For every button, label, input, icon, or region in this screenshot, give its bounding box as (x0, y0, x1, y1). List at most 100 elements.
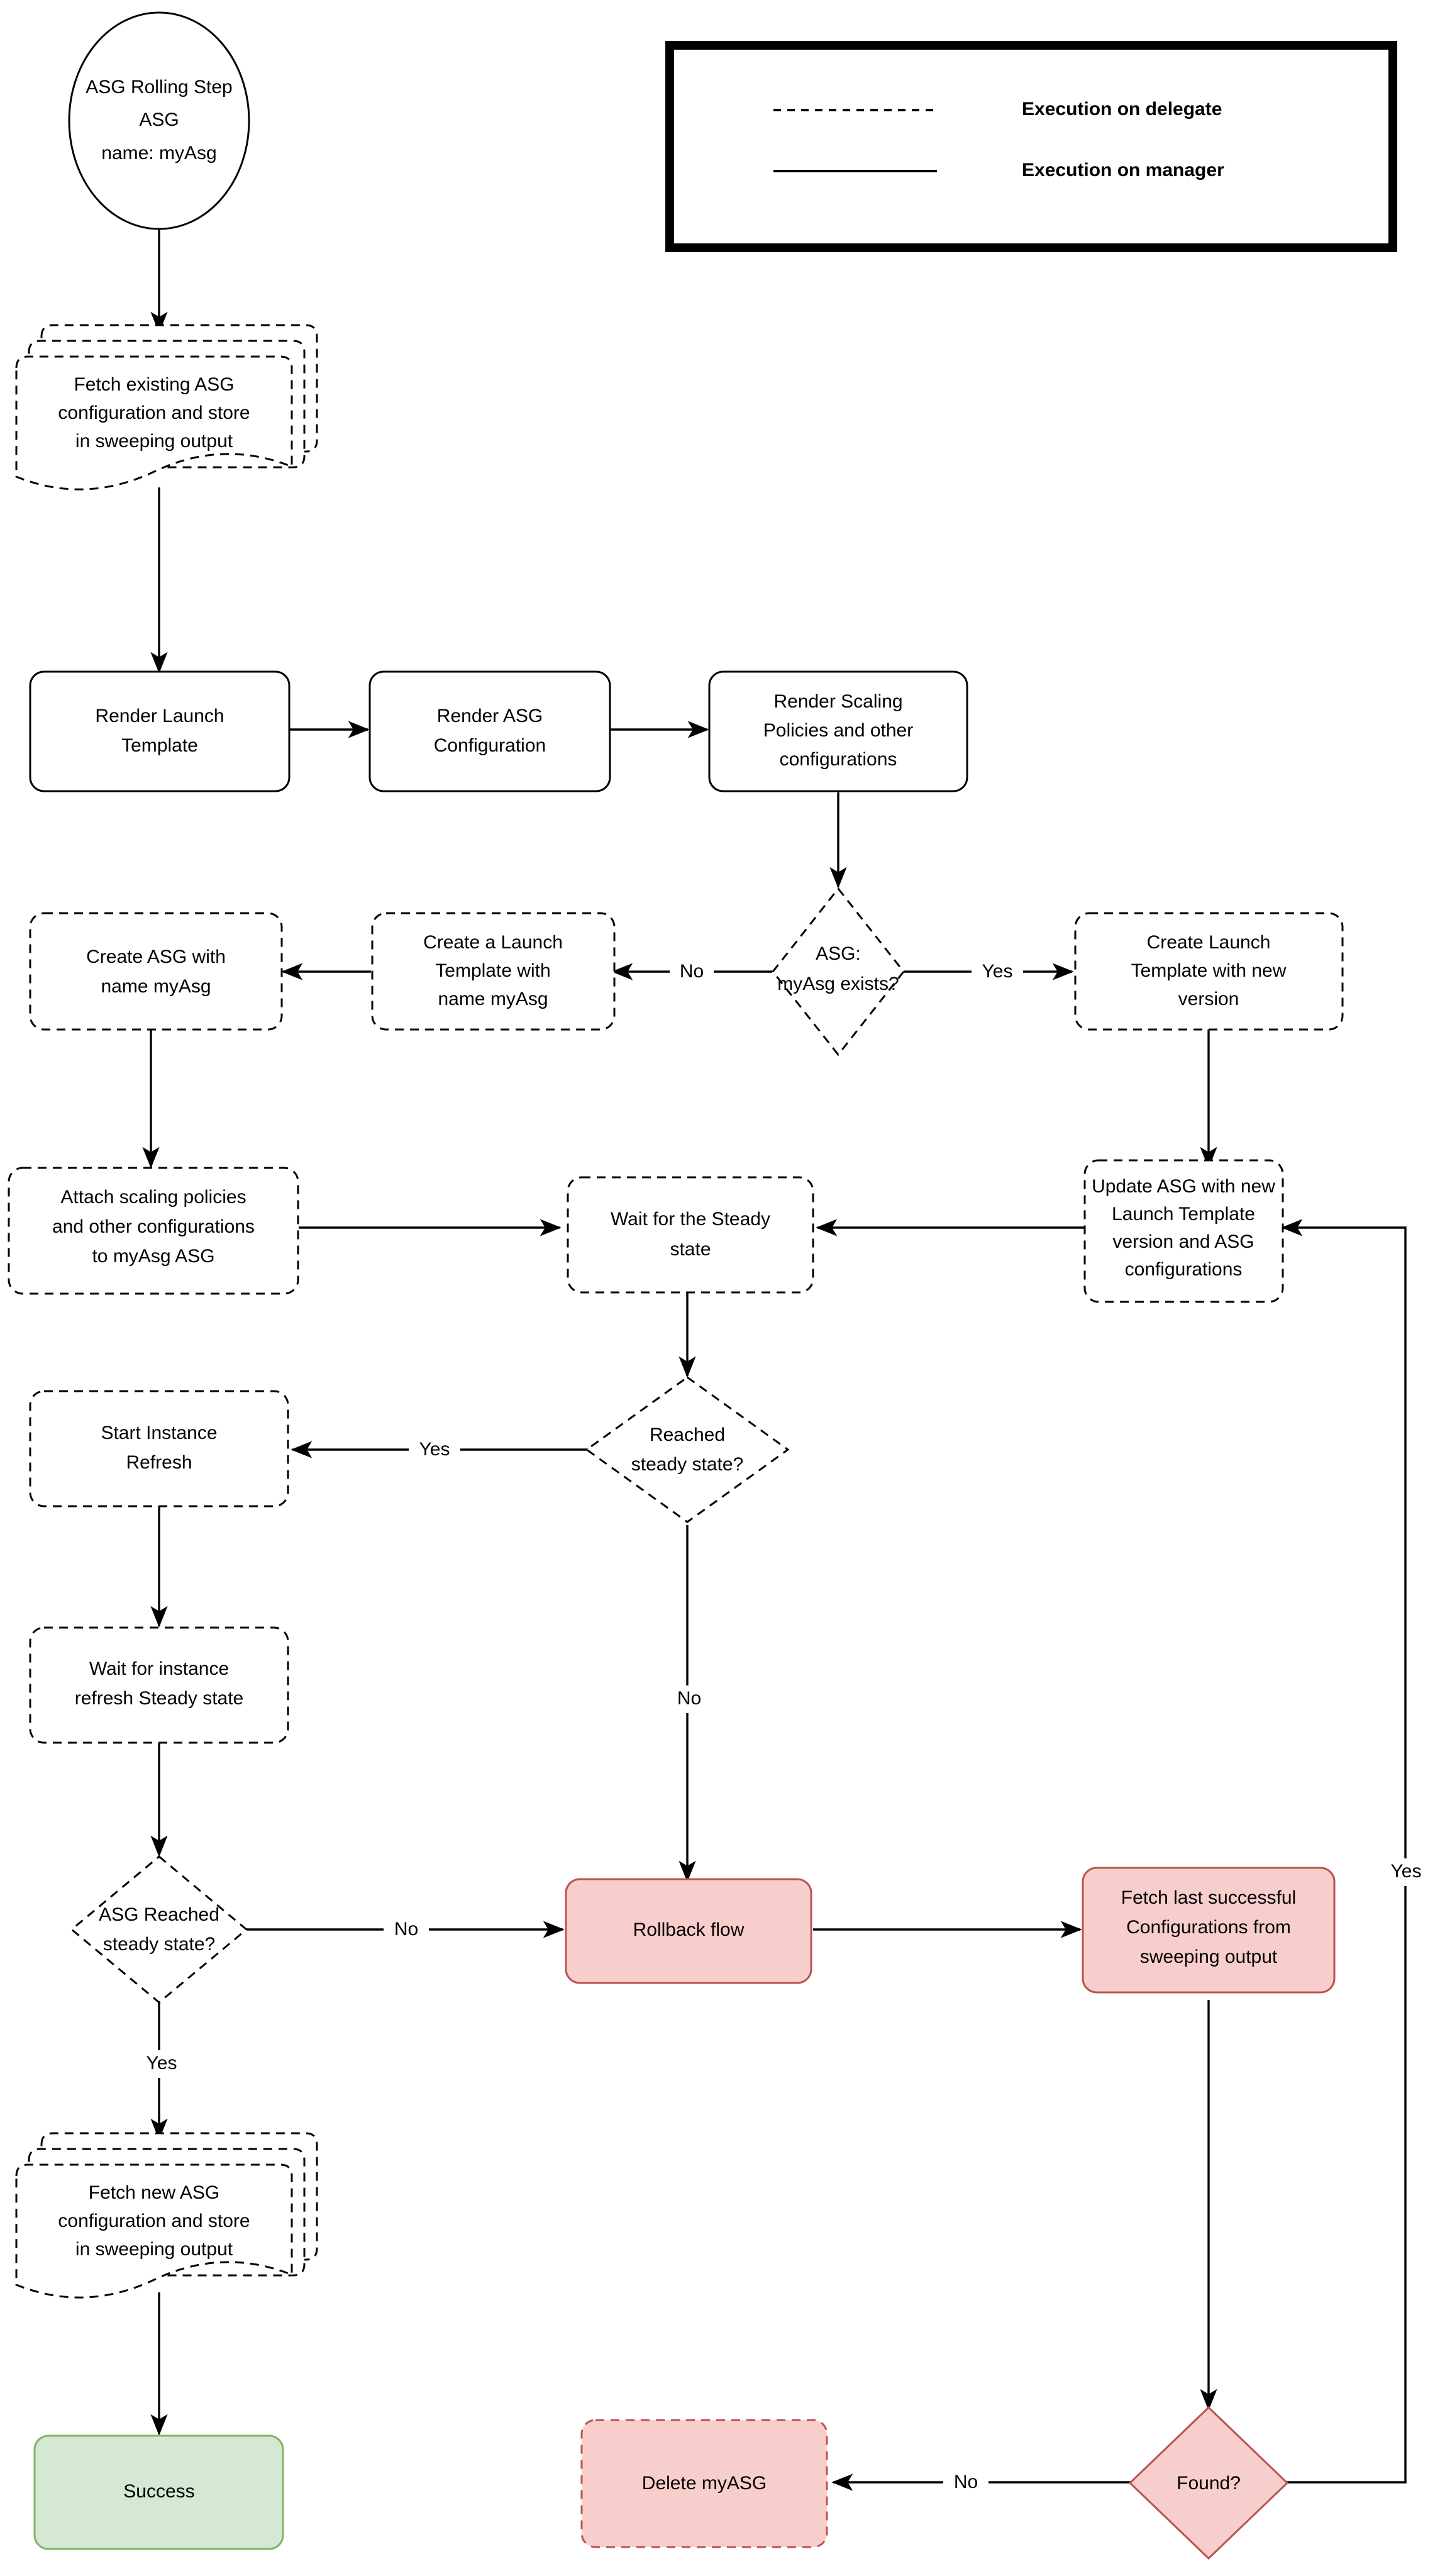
attach-prefix: to (92, 1246, 113, 1267)
node-create-launch-template-new-version[interactable]: Create Launch Template with new version (1074, 912, 1344, 1031)
wait-instance-refresh-line-1: Wait for instance (89, 1658, 229, 1679)
create-lt-new-version-line-3: version (1178, 989, 1239, 1009)
attach-suffix: ASG (171, 1246, 215, 1267)
render-asg-config-rect[interactable] (368, 670, 611, 792)
reached-steady-diamond[interactable] (585, 1376, 790, 1523)
node-attach-scaling-policies[interactable]: Attach scaling policies and other config… (8, 1167, 299, 1295)
node-rollback-flow[interactable]: Rollback flow (565, 1878, 812, 1984)
success-rect[interactable] (33, 2434, 284, 2550)
asg-reached-steady-line-1: ASG Reached (99, 1904, 219, 1925)
start-line-1: ASG Rolling Step (86, 77, 232, 97)
found-diamond[interactable] (1128, 2406, 1289, 2560)
node-start[interactable]: ASG Rolling Step ASG name: myAsg (68, 11, 250, 230)
node-delete-myasg[interactable]: Delete myASG (580, 2419, 828, 2548)
create-asg-prefix: name (101, 976, 153, 997)
create-asg-line-1: Create ASG with (86, 947, 226, 967)
node-reached-steady[interactable]: Reached steady state? (585, 1376, 790, 1523)
create-lt-new-version-rect[interactable] (1074, 912, 1344, 1031)
edge-found-yes (1281, 1219, 1407, 2484)
wait-steady-line-2: state (670, 1239, 711, 1260)
render-launch-template-line-2: Template (121, 735, 198, 756)
node-success[interactable]: Success (33, 2434, 284, 2550)
reached-steady-line-2: steady state? (631, 1454, 743, 1475)
node-update-asg[interactable]: Update ASG with new Launch Template vers… (1083, 1159, 1284, 1303)
node-fetch-new-asg[interactable]: Fetch new ASG configuration and store in… (15, 2132, 318, 2299)
edge-labels: No Yes Yes No No Yes No Yes (136, 958, 1432, 2496)
start-instance-refresh-line-2: Refresh (126, 1452, 192, 1473)
node-create-asg[interactable]: Create ASG with name myAsg (29, 912, 283, 1031)
start-instance-refresh-rect[interactable] (29, 1390, 289, 1507)
node-fetch-last-successful[interactable]: Fetch last successful Configurations fro… (1082, 1867, 1336, 1994)
wait-instance-refresh-line-2: refresh Steady state (75, 1688, 243, 1709)
node-create-launch-template-named[interactable]: Create a Launch Template with name myAsg (371, 912, 616, 1031)
start-line-3: name: myAsg (101, 143, 216, 164)
attach-line-3: to myAsg ASG (92, 1246, 214, 1267)
fetch-last-line-2: Configurations from (1126, 1917, 1291, 1938)
create-launch-template-named-rect[interactable] (371, 912, 616, 1031)
start-name-value: myAsg (159, 143, 217, 164)
fetch-existing-line-2: configuration and store (58, 402, 250, 423)
wait-steady-rect[interactable] (567, 1176, 814, 1294)
rollback-flow-rect[interactable] (565, 1878, 812, 1984)
render-launch-template-rect[interactable] (29, 670, 291, 792)
start-name-label: name: (101, 143, 159, 164)
create-lt-named-line-3: name myAsg (438, 989, 548, 1009)
fetch-existing-line-3: in sweeping output (75, 431, 233, 452)
node-render-scaling-policies[interactable]: Render Scaling Policies and other config… (708, 670, 968, 792)
asg-exists-line-1: ASG: (816, 943, 861, 964)
found-label: Found? (1177, 2473, 1241, 2494)
create-asg-rect[interactable] (29, 912, 283, 1031)
fetch-new-asg-doc-front (15, 2163, 293, 2299)
delete-myasg-rect[interactable] (580, 2419, 828, 2548)
node-fetch-existing[interactable]: Fetch existing ASG configuration and sto… (15, 324, 318, 491)
update-asg-rect[interactable] (1083, 1159, 1284, 1303)
edge-label-reached-no: No (677, 1688, 701, 1709)
success-label: Success (123, 2481, 194, 2502)
asg-exists-line-2: myAsg exists? (777, 974, 899, 994)
attach-scaling-policies-rect[interactable] (8, 1167, 299, 1295)
render-scaling-policies-line-3: configurations (780, 749, 897, 770)
render-launch-template-line-1: Render Launch (95, 706, 224, 726)
rollback-flow-label: Rollback flow (633, 1919, 745, 1940)
fetch-last-line-3: sweeping output (1140, 1946, 1278, 1967)
node-wait-instance-refresh[interactable]: Wait for instance refresh Steady state (29, 1626, 289, 1744)
edge-label-asgreached-no: No (394, 1919, 418, 1940)
asg-exists-suffix: exists? (835, 974, 899, 994)
create-lt-named-line-2: Template with (435, 960, 550, 981)
node-wait-steady[interactable]: Wait for the Steady state (567, 1176, 814, 1294)
node-asg-reached-steady[interactable]: ASG Reached steady state? (70, 1855, 248, 2004)
render-asg-config-line-2: Configuration (434, 735, 546, 756)
asg-reached-steady-line-2: steady state? (103, 1934, 215, 1955)
render-scaling-policies-line-2: Policies and other (763, 720, 913, 741)
node-render-launch-template[interactable]: Render Launch Template (29, 670, 291, 792)
asg-exists-name: myAsg (777, 974, 835, 994)
node-start-instance-refresh[interactable]: Start Instance Refresh (29, 1390, 289, 1507)
edge-label-found-yes: Yes (1391, 1861, 1422, 1882)
create-lt-new-version-line-1: Create Launch (1147, 932, 1271, 953)
start-ellipse[interactable] (68, 11, 250, 230)
create-lt-new-version-line-2: Template with new (1131, 960, 1287, 981)
legend-label-manager: Execution on manager (1022, 160, 1224, 180)
node-asg-exists[interactable]: ASG: myAsg exists? (772, 887, 905, 1057)
edge-label-found-no: No (954, 2472, 978, 2492)
reached-steady-line-1: Reached (650, 1424, 725, 1445)
wait-steady-line-1: Wait for the Steady (611, 1209, 770, 1230)
fetch-existing-line-1: Fetch existing ASG (74, 374, 234, 395)
create-lt-named-prefix: name (438, 989, 490, 1009)
node-found[interactable]: Found? (1128, 2406, 1289, 2560)
attach-line-2: and other configurations (52, 1216, 255, 1237)
render-scaling-policies-line-1: Render Scaling (773, 691, 902, 712)
create-asg-value: myAsg (153, 976, 211, 997)
fetch-last-successful-rect[interactable] (1082, 1867, 1336, 1994)
fetch-new-asg-line-3: in sweeping output (75, 2239, 233, 2260)
asg-reached-steady-diamond[interactable] (70, 1855, 248, 2004)
attach-line-1: Attach scaling policies (60, 1187, 246, 1208)
update-asg-line-1: Update ASG with new (1092, 1176, 1275, 1197)
wait-instance-refresh-rect[interactable] (29, 1626, 289, 1744)
node-render-asg-config[interactable]: Render ASG Configuration (368, 670, 611, 792)
render-scaling-policies-rect[interactable] (708, 670, 968, 792)
create-lt-named-value: myAsg (490, 989, 548, 1009)
asg-exists-diamond[interactable] (772, 887, 905, 1057)
legend: Execution on delegate Execution on manag… (665, 41, 1397, 252)
